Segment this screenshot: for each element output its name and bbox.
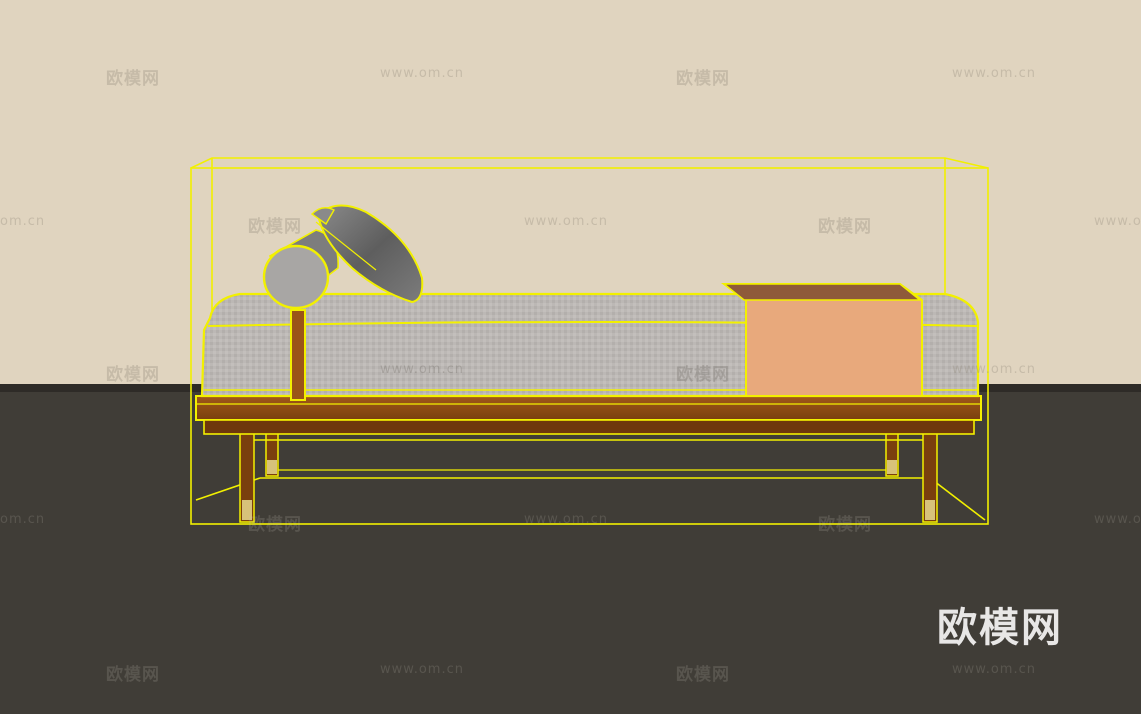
floor-background — [0, 392, 1141, 714]
daybed-frame — [195, 395, 982, 435]
daybed-legs — [239, 429, 938, 523]
throw-pillow — [310, 204, 424, 304]
selection-bounding-box — [190, 157, 989, 525]
brand-logo: 欧模网 — [937, 605, 1063, 651]
bed-runner — [720, 283, 923, 397]
bolster-post — [290, 309, 306, 401]
